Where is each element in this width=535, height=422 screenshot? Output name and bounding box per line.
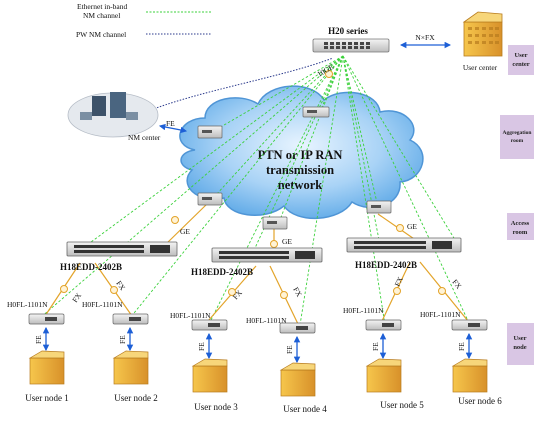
building-node-6: [451, 358, 488, 393]
ge-label-right: GE: [407, 222, 417, 231]
ge-label-left: GE: [180, 227, 190, 236]
ethernet-nm-lines: [39, 55, 471, 326]
user-node-label-2: User node 2: [114, 393, 158, 403]
building-node-2: [112, 350, 149, 385]
nm-server-icon: [92, 96, 106, 116]
fe-labels: FE FE FE FE FE FE: [34, 335, 466, 354]
side-labels: User center Aggregation room Access room…: [500, 45, 534, 365]
converter-label-4: H0FL-1101N: [246, 316, 287, 325]
user-node-labels: User node 1 User node 2 User node 3 User…: [25, 393, 502, 414]
cloud-shape: [179, 85, 424, 219]
side-label-aggregation-2: room: [511, 138, 524, 144]
converter-4: [279, 322, 316, 334]
router-access-mid: [262, 216, 288, 230]
converter-label-6: H0FL-1101N: [420, 310, 461, 319]
fe-label-4: FE: [285, 345, 294, 354]
building-node-3: [191, 358, 228, 393]
h20-device: H20 series N×FX 10GE: [312, 26, 452, 79]
user-center-building: User center: [462, 11, 503, 72]
access-switch-1: H18EDD-2402B: [60, 241, 178, 272]
cloud-title-line1: PTN or IP RAN: [258, 148, 343, 162]
nm-fe-link: [158, 123, 188, 134]
nm-server-icon-2: [110, 92, 126, 118]
fe-label-2: FE: [118, 335, 127, 344]
side-label-user-node-1: User: [514, 335, 527, 342]
side-label-user-center-1: User: [515, 52, 528, 59]
side-box-user-center: [508, 45, 534, 75]
fx-label-6: FX: [450, 278, 463, 292]
user-node-label-1: User node 1: [25, 393, 69, 403]
nm-monitor-icon: [80, 112, 92, 120]
user-node-buildings: [28, 350, 488, 397]
legend-ethernet-label-2: NM channel: [83, 11, 120, 20]
access-switch-3: H18EDD-2402B: [346, 237, 462, 270]
side-box-aggregation: [500, 115, 534, 159]
converter-labels: H0FL-1101N H0FL-1101N H0FL-1101N H0FL-11…: [7, 300, 461, 325]
side-box-access: [507, 213, 534, 240]
building-node-1: [28, 350, 65, 385]
link-port-markers: [60, 70, 446, 299]
cloud-title-line3: network: [278, 178, 322, 192]
fe-links: [42, 326, 473, 364]
switch-label-3: H18EDD-2402B: [355, 260, 417, 270]
fe-label-3: FE: [197, 342, 206, 351]
h20-series-label: H20 series: [328, 26, 368, 36]
cloud-title-line2: transmission: [266, 163, 334, 177]
router-access-left: [197, 192, 223, 206]
side-label-access-1: Access: [511, 220, 530, 227]
ge-label-mid: GE: [282, 237, 292, 246]
converter-3: [191, 319, 228, 331]
fx-label-4: FX: [291, 286, 304, 299]
fe-label-1: FE: [34, 335, 43, 344]
converters: [28, 313, 488, 334]
switch-label-1: H18EDD-2402B: [60, 262, 122, 272]
fx-label-5: FX: [393, 275, 405, 288]
side-box-user-node: [507, 323, 534, 365]
router-agg-left: [197, 125, 223, 139]
transport-cloud: PTN or IP RAN transmission network: [179, 85, 424, 219]
user-node-label-5: User node 5: [380, 400, 424, 410]
switch-label-2: H18EDD-2402B: [191, 267, 253, 277]
side-label-user-node-2: node: [513, 344, 526, 351]
converter-label-3: H0FL-1101N: [170, 311, 211, 320]
building-node-5: [365, 358, 402, 393]
legend: Ethernet in-band NM channel PW NM channe…: [76, 2, 212, 39]
access-switch-2: H18EDD-2402B: [191, 247, 323, 277]
user-node-label-3: User node 3: [194, 402, 238, 412]
user-node-label-4: User node 4: [283, 404, 327, 414]
converter-label-1: H0FL-1101N: [7, 300, 48, 309]
nm-fe-label: FE: [166, 119, 175, 128]
converter-1: [28, 313, 65, 325]
fe-label-5: FE: [371, 342, 380, 351]
edge-routers: [197, 106, 392, 230]
user-node-label-6: User node 6: [458, 396, 502, 406]
converter-label-5: H0FL-1101N: [343, 306, 384, 315]
fe-label-6: FE: [457, 342, 466, 351]
converter-5: [365, 319, 402, 331]
router-agg-mid: [302, 106, 330, 118]
converter-6: [451, 319, 488, 331]
fx-labels: FX FX FX FX FX FX: [70, 275, 464, 304]
side-label-aggregation-1: Aggregation: [503, 130, 532, 136]
side-label-user-center-2: center: [512, 61, 529, 68]
building-node-4: [279, 362, 316, 397]
user-center-label: User center: [463, 63, 498, 72]
router-access-right: [366, 200, 392, 214]
legend-pw-label: PW NM channel: [76, 30, 126, 39]
nm-monitor-icon-2: [126, 112, 138, 120]
side-label-access-2: room: [513, 229, 528, 236]
nm-center: NM center FE: [67, 92, 188, 142]
nm-center-label: NM center: [128, 133, 161, 142]
legend-ethernet-label-1: Ethernet in-band: [77, 2, 127, 11]
converter-2: [112, 313, 149, 325]
converter-label-2: H0FL-1101N: [82, 300, 123, 309]
nxfx-label: N×FX: [415, 33, 435, 42]
